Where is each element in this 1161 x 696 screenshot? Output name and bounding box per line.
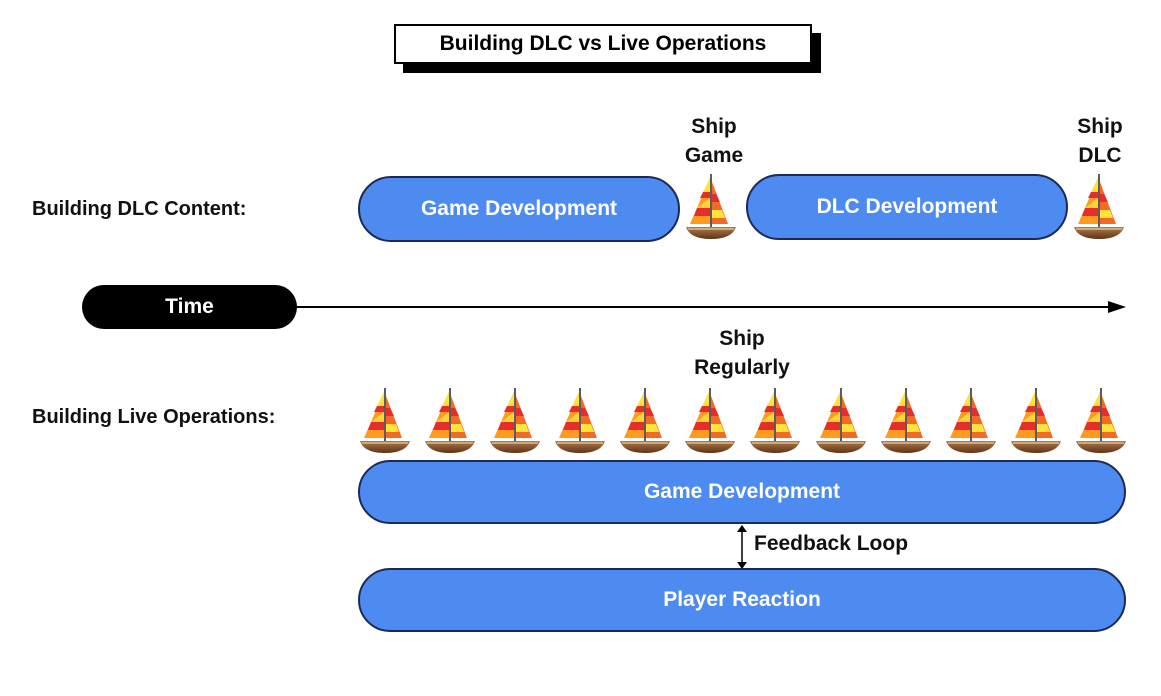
sailboat-icon <box>683 386 737 456</box>
feedback-arrow <box>737 525 747 569</box>
sailboat-icon <box>1072 172 1126 242</box>
sailboat-icon <box>684 172 738 242</box>
sailboat-icon <box>1074 386 1128 456</box>
sailboat-icon <box>358 386 412 456</box>
time-arrow <box>290 301 1126 313</box>
live-row-label: Building Live Operations: <box>32 406 276 428</box>
time-pill: Time <box>82 285 297 329</box>
ship-regularly-line-1: Ship <box>719 327 765 350</box>
diagram-title: Building DLC vs Live Operations <box>394 24 812 64</box>
sailboat-icon <box>618 386 672 456</box>
sailboat-icon <box>1009 386 1063 456</box>
sailboat-icon <box>814 386 868 456</box>
ship-dlc-line-2: DLC <box>1078 144 1122 167</box>
sailboat-row <box>358 386 1128 456</box>
ship-regularly-label: Ship Regularly <box>670 324 814 382</box>
ship-game-line-1: Ship <box>691 115 737 138</box>
live-game-development-pill: Game Development <box>358 460 1126 524</box>
sailboat-icon <box>488 386 542 456</box>
ship-regularly-line-2: Regularly <box>694 356 790 379</box>
sailboat-icon <box>553 386 607 456</box>
ship-game-label: Ship Game <box>672 112 756 170</box>
ship-dlc-line-1: Ship <box>1077 115 1123 138</box>
dlc-row-label: Building DLC Content: <box>32 198 247 220</box>
game-development-pill: Game Development <box>358 176 680 242</box>
ship-dlc-label: Ship DLC <box>1060 112 1140 170</box>
sailboat-icon <box>944 386 998 456</box>
player-reaction-pill: Player Reaction <box>358 568 1126 632</box>
feedback-loop-label: Feedback Loop <box>754 532 909 555</box>
dlc-development-pill: DLC Development <box>746 174 1068 240</box>
sailboat-icon <box>423 386 477 456</box>
sailboat-icon <box>879 386 933 456</box>
ship-game-line-2: Game <box>684 144 744 167</box>
sailboat-icon <box>748 386 802 456</box>
